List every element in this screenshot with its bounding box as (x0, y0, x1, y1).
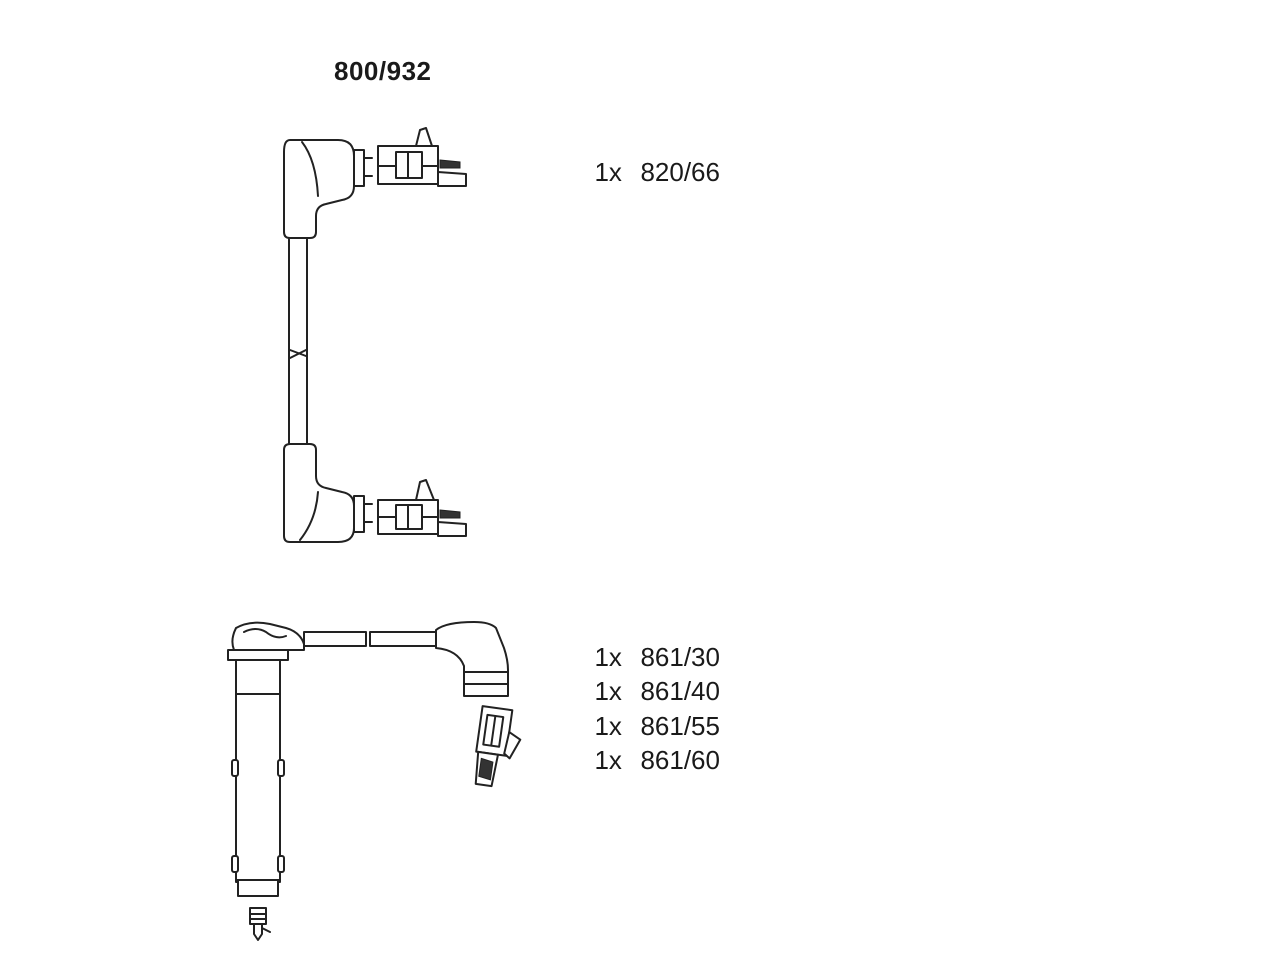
part-line-820-66: 1x 820/66 (580, 126, 720, 188)
cable-lead (369, 631, 437, 647)
part-line-861-55: 1x 861/55 (580, 680, 720, 742)
distributor-end-boot (435, 621, 509, 697)
boot-tip-collar (353, 149, 365, 187)
boot-tip-collar (353, 495, 365, 533)
part-number: 861/55 (640, 711, 720, 741)
cap-flange (227, 649, 289, 661)
spark-plug-terminal (249, 907, 271, 941)
part-qty: 1x (594, 676, 622, 706)
boot-bump (277, 759, 285, 777)
part-number: 820/66 (640, 157, 720, 187)
lower-angled-boot (283, 443, 355, 543)
part-line-861-40: 1x 861/40 (580, 645, 720, 707)
boot-crease (301, 141, 319, 197)
ignition-cable-bottom (227, 621, 522, 941)
boot-bump (231, 759, 239, 777)
distributor-terminal (474, 705, 522, 788)
plug-cap-head (231, 621, 305, 651)
part-line-861-30: 1x 861/30 (580, 611, 720, 673)
boot-crease (299, 491, 319, 541)
part-qty: 1x (594, 711, 622, 741)
boot-end (237, 879, 279, 897)
cable-lead (303, 631, 367, 647)
cap-contour (243, 628, 287, 639)
upper-angled-boot (283, 139, 355, 239)
part-number: 861/40 (640, 676, 720, 706)
part-number: 861/30 (640, 642, 720, 672)
boot-bump (231, 855, 239, 873)
part-qty: 1x (594, 745, 622, 775)
part-qty: 1x (594, 157, 622, 187)
boot-bump (277, 855, 285, 873)
cable-lead (288, 237, 308, 445)
upper-terminal-connector (377, 127, 467, 187)
part-number: 861/60 (640, 745, 720, 775)
part-qty: 1x (594, 642, 622, 672)
ignition-cable-top (283, 127, 467, 543)
diagram-title: 800/932 (334, 56, 432, 86)
cable-break-mark (289, 349, 307, 359)
lower-terminal-connector (377, 479, 467, 537)
part-line-861-60: 1x 861/60 (580, 714, 720, 776)
